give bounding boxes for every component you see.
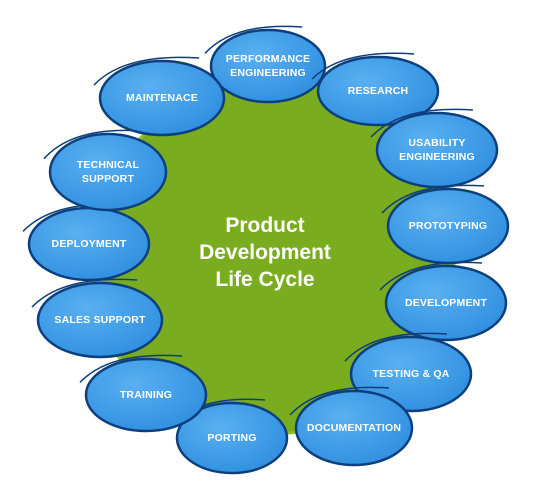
- step-label-deployment: DEPLOYMENT: [52, 237, 127, 251]
- step-label-technical-support: TECHNICAL SUPPORT: [77, 158, 139, 186]
- petal-sketch-line: [311, 52, 415, 80]
- petal-sketch-line: [344, 332, 448, 362]
- step-label-documentation: DOCUMENTATION: [307, 421, 401, 435]
- step-label-line: TESTING & QA: [372, 368, 450, 380]
- step-label-line: SUPPORT: [81, 173, 135, 185]
- petal-technical-support: [48, 132, 168, 212]
- petal-sketch-line: [289, 386, 389, 416]
- step-label-performance-engineering: PERFORMANCE ENGINEERING: [226, 52, 310, 80]
- step-label-sales-support: SALES SUPPORT: [54, 313, 145, 327]
- step-label-line: DEVELOPMENT: [404, 297, 488, 309]
- petal-sketch-line: [370, 108, 474, 138]
- step-label-line: DEPLOYMENT: [51, 238, 127, 250]
- petal-development: [384, 264, 508, 342]
- step-label-line: ENGINEERING: [399, 151, 475, 163]
- petal-sketch-line: [93, 56, 200, 86]
- center-title-line-1: Product: [225, 214, 305, 237]
- step-label-training: TRAINING: [120, 388, 172, 402]
- petal-porting: [175, 401, 289, 475]
- step-label-development: DEVELOPMENT: [405, 296, 487, 310]
- petal-maintenace: [98, 59, 226, 137]
- step-label-line: PERFORMANCE: [225, 53, 311, 65]
- petal-research: [316, 55, 440, 127]
- step-label-line: TECHNICAL: [76, 159, 140, 171]
- step-label-line: MAINTENACE: [126, 92, 198, 104]
- step-label-line: DOCUMENTATION: [306, 422, 402, 434]
- petal-sales-support: [36, 281, 164, 359]
- step-label-line: PROTOTYPING: [408, 220, 488, 232]
- center-title-line-2: Development: [199, 241, 331, 264]
- petal-sketch-line: [204, 25, 303, 54]
- step-label-maintenace: MAINTENACE: [126, 91, 198, 105]
- step-label-line: PORTING: [207, 432, 257, 444]
- step-label-prototyping: PROTOTYPING: [409, 219, 487, 233]
- step-label-line: TRAINING: [119, 389, 173, 401]
- center-title: Product Development Life Cycle: [160, 212, 370, 293]
- step-label-line: USABILITY: [408, 137, 466, 149]
- petal-sketch-line: [79, 354, 183, 383]
- step-label-research: RESEARCH: [348, 84, 409, 98]
- step-label-testing-qa: TESTING & QA: [372, 367, 449, 381]
- petal-sketch-line: [379, 261, 483, 291]
- petal-sketch-line: [31, 278, 138, 308]
- step-label-line: ENGINEERING: [230, 67, 306, 79]
- step-label-line: SALES SUPPORT: [54, 314, 146, 326]
- step-label-line: RESEARCH: [347, 85, 409, 97]
- petal-performance-engineering: [209, 28, 327, 104]
- petal-sketch-line: [381, 184, 485, 214]
- petal-documentation: [294, 389, 414, 467]
- petal-training: [84, 357, 208, 433]
- step-label-usability-engineering: USABILITY ENGINEERING: [399, 136, 475, 164]
- center-title-line-3: Life Cycle: [215, 268, 315, 291]
- step-label-porting: PORTING: [207, 431, 256, 445]
- petal-testing-qa: [349, 335, 473, 413]
